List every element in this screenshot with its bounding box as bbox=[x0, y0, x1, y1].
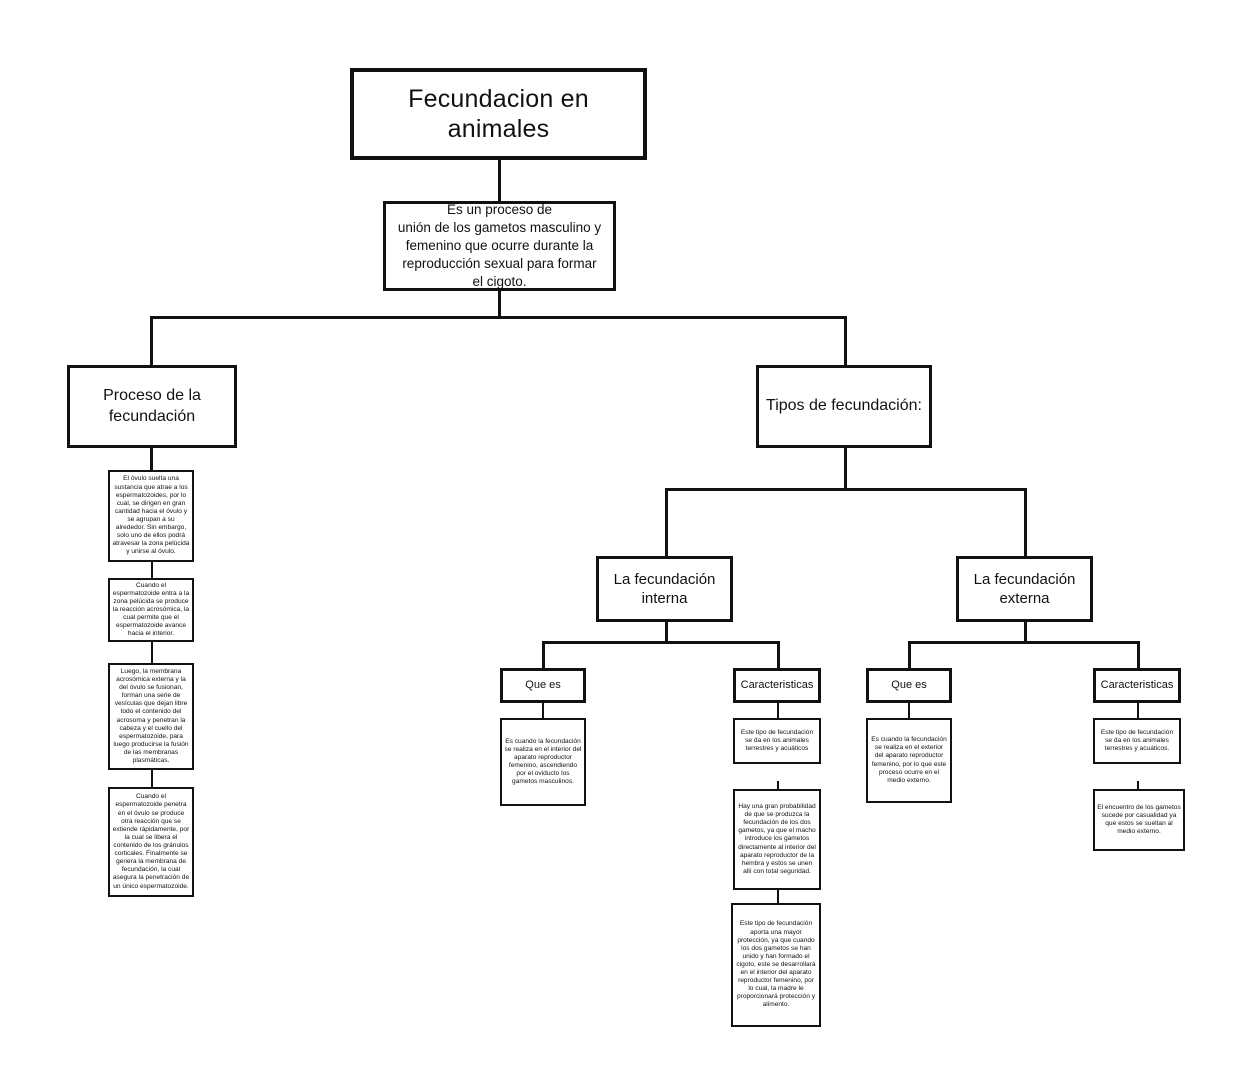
node-interna-caracteristica-3-text: Este tipo de fecundación aporta una mayo… bbox=[736, 920, 816, 1009]
connector-definition-down bbox=[498, 291, 501, 318]
node-interna-caracteristica-1[interactable]: Este tipo de fecundación se da en los an… bbox=[733, 718, 821, 764]
node-proceso-step-4-text: Cuando el espermatozoide penetra en el ó… bbox=[112, 793, 190, 890]
connector-left-step1-to-step2 bbox=[151, 561, 153, 579]
node-interna-caracteristica-2-text: Hay una gran probabilidad de que se prod… bbox=[738, 803, 816, 875]
connector-left-step2-to-step3 bbox=[151, 641, 153, 664]
node-fecundacion-externa[interactable]: La fecundación externa bbox=[956, 556, 1093, 622]
node-title[interactable]: Fecundacion en animales bbox=[350, 68, 647, 160]
node-interna-caracteristica-3[interactable]: Este tipo de fecundación aporta una mayo… bbox=[731, 903, 821, 1027]
node-externa-caracteristicas-label[interactable]: Caracteristicas bbox=[1093, 668, 1181, 703]
connector-external-to-caracteristicas bbox=[1137, 641, 1140, 669]
node-externa-caracteristica-1-text: Este tipo de fecundación se da en los an… bbox=[1100, 728, 1174, 753]
node-interna-caracteristica-1-text: Este tipo de fecundación se da en los an… bbox=[740, 728, 814, 753]
connector-to-internal-type bbox=[665, 488, 668, 556]
connector-external-car-item1-to-item2 bbox=[1137, 781, 1139, 790]
node-fecundacion-externa-label: La fecundación externa bbox=[973, 570, 1076, 608]
node-interna-quees-label[interactable]: Que es bbox=[500, 668, 586, 703]
connector-external-quees-label-to-text bbox=[908, 702, 910, 719]
connector-to-external-type bbox=[1024, 488, 1027, 556]
connector-external-split-bar bbox=[908, 641, 1140, 644]
node-externa-quees-label-text: Que es bbox=[891, 679, 927, 692]
connector-external-car-label-to-item1 bbox=[1137, 702, 1139, 719]
node-externa-quees-label[interactable]: Que es bbox=[866, 668, 952, 703]
node-proceso-step-3[interactable]: Luego, la membrana acrosómica externa y … bbox=[108, 663, 194, 770]
node-externa-quees-text[interactable]: Es cuando la fecundación se realiza en e… bbox=[866, 718, 952, 803]
connector-to-left-branch bbox=[150, 316, 153, 365]
node-externa-caracteristica-2-text: El encuentro de los gametos sucede por c… bbox=[1097, 803, 1181, 836]
connector-external-down bbox=[1024, 621, 1027, 643]
node-proceso-step-4[interactable]: Cuando el espermatozoide penetra en el ó… bbox=[108, 787, 194, 897]
connector-main-split-bar bbox=[150, 316, 847, 319]
node-fecundacion-interna[interactable]: La fecundación interna bbox=[596, 556, 733, 622]
node-proceso-step-2[interactable]: Cuando el espermatozoide entra a la zona… bbox=[108, 578, 194, 642]
node-externa-caracteristicas-label-text: Caracteristicas bbox=[1100, 679, 1174, 692]
node-fecundacion-interna-label: La fecundación interna bbox=[613, 570, 716, 608]
node-tipos-fecundacion[interactable]: Tipos de fecundación: bbox=[756, 365, 932, 448]
node-proceso-step-1[interactable]: El óvulo suelta una sustancia que atrae … bbox=[108, 470, 194, 562]
node-title-text: Fecundacion en animales bbox=[408, 84, 589, 144]
node-proceso-fecundacion-label: Proceso de la fecundación bbox=[103, 386, 201, 425]
node-externa-quees-text-body: Es cuando la fecundación se realiza en e… bbox=[871, 736, 947, 784]
node-interna-quees-text-body: Es cuando la fecundación se realiza en e… bbox=[504, 737, 582, 786]
connector-right-branch-down bbox=[844, 447, 847, 490]
connector-types-split-bar bbox=[665, 488, 1027, 491]
node-interna-quees-text[interactable]: Es cuando la fecundación se realiza en e… bbox=[500, 718, 586, 806]
node-interna-quees-label-text: Que es bbox=[525, 679, 561, 692]
node-definition-text: Es un proceso de unión de los gametos ma… bbox=[397, 202, 602, 289]
node-proceso-step-2-text: Cuando el espermatozoide entra a la zona… bbox=[112, 581, 190, 638]
node-interna-caracteristicas-label[interactable]: Caracteristicas bbox=[733, 668, 821, 703]
connector-left-step3-to-step4 bbox=[151, 769, 153, 788]
node-definition[interactable]: Es un proceso de unión de los gametos ma… bbox=[383, 201, 616, 291]
connector-internal-car-label-to-item1 bbox=[777, 702, 779, 719]
node-interna-caracteristicas-label-text: Caracteristicas bbox=[740, 679, 814, 692]
connector-external-to-quees bbox=[908, 641, 911, 669]
connector-internal-car-item1-to-item2 bbox=[777, 781, 779, 790]
connector-internal-down bbox=[665, 621, 668, 643]
node-proceso-step-1-text: El óvulo suelta una sustancia que atrae … bbox=[112, 475, 190, 556]
connector-internal-quees-label-to-text bbox=[542, 702, 544, 719]
node-interna-caracteristica-2[interactable]: Hay una gran probabilidad de que se prod… bbox=[733, 789, 821, 890]
node-tipos-fecundacion-label: Tipos de fecundación: bbox=[766, 397, 922, 415]
node-proceso-fecundacion[interactable]: Proceso de la fecundación bbox=[67, 365, 237, 448]
node-externa-caracteristica-1[interactable]: Este tipo de fecundación se da en los an… bbox=[1093, 718, 1181, 764]
connector-internal-car-item2-to-item3 bbox=[777, 890, 779, 904]
connector-internal-split-bar bbox=[542, 641, 780, 644]
connector-internal-to-caracteristicas bbox=[777, 641, 780, 669]
node-externa-caracteristica-2[interactable]: El encuentro de los gametos sucede por c… bbox=[1093, 789, 1185, 851]
node-proceso-step-3-text: Luego, la membrana acrosómica externa y … bbox=[113, 667, 189, 765]
connector-title-to-definition bbox=[498, 159, 501, 201]
connector-left-branch-to-step1 bbox=[150, 447, 153, 471]
connector-internal-to-quees bbox=[542, 641, 545, 669]
connector-to-right-branch bbox=[844, 316, 847, 365]
